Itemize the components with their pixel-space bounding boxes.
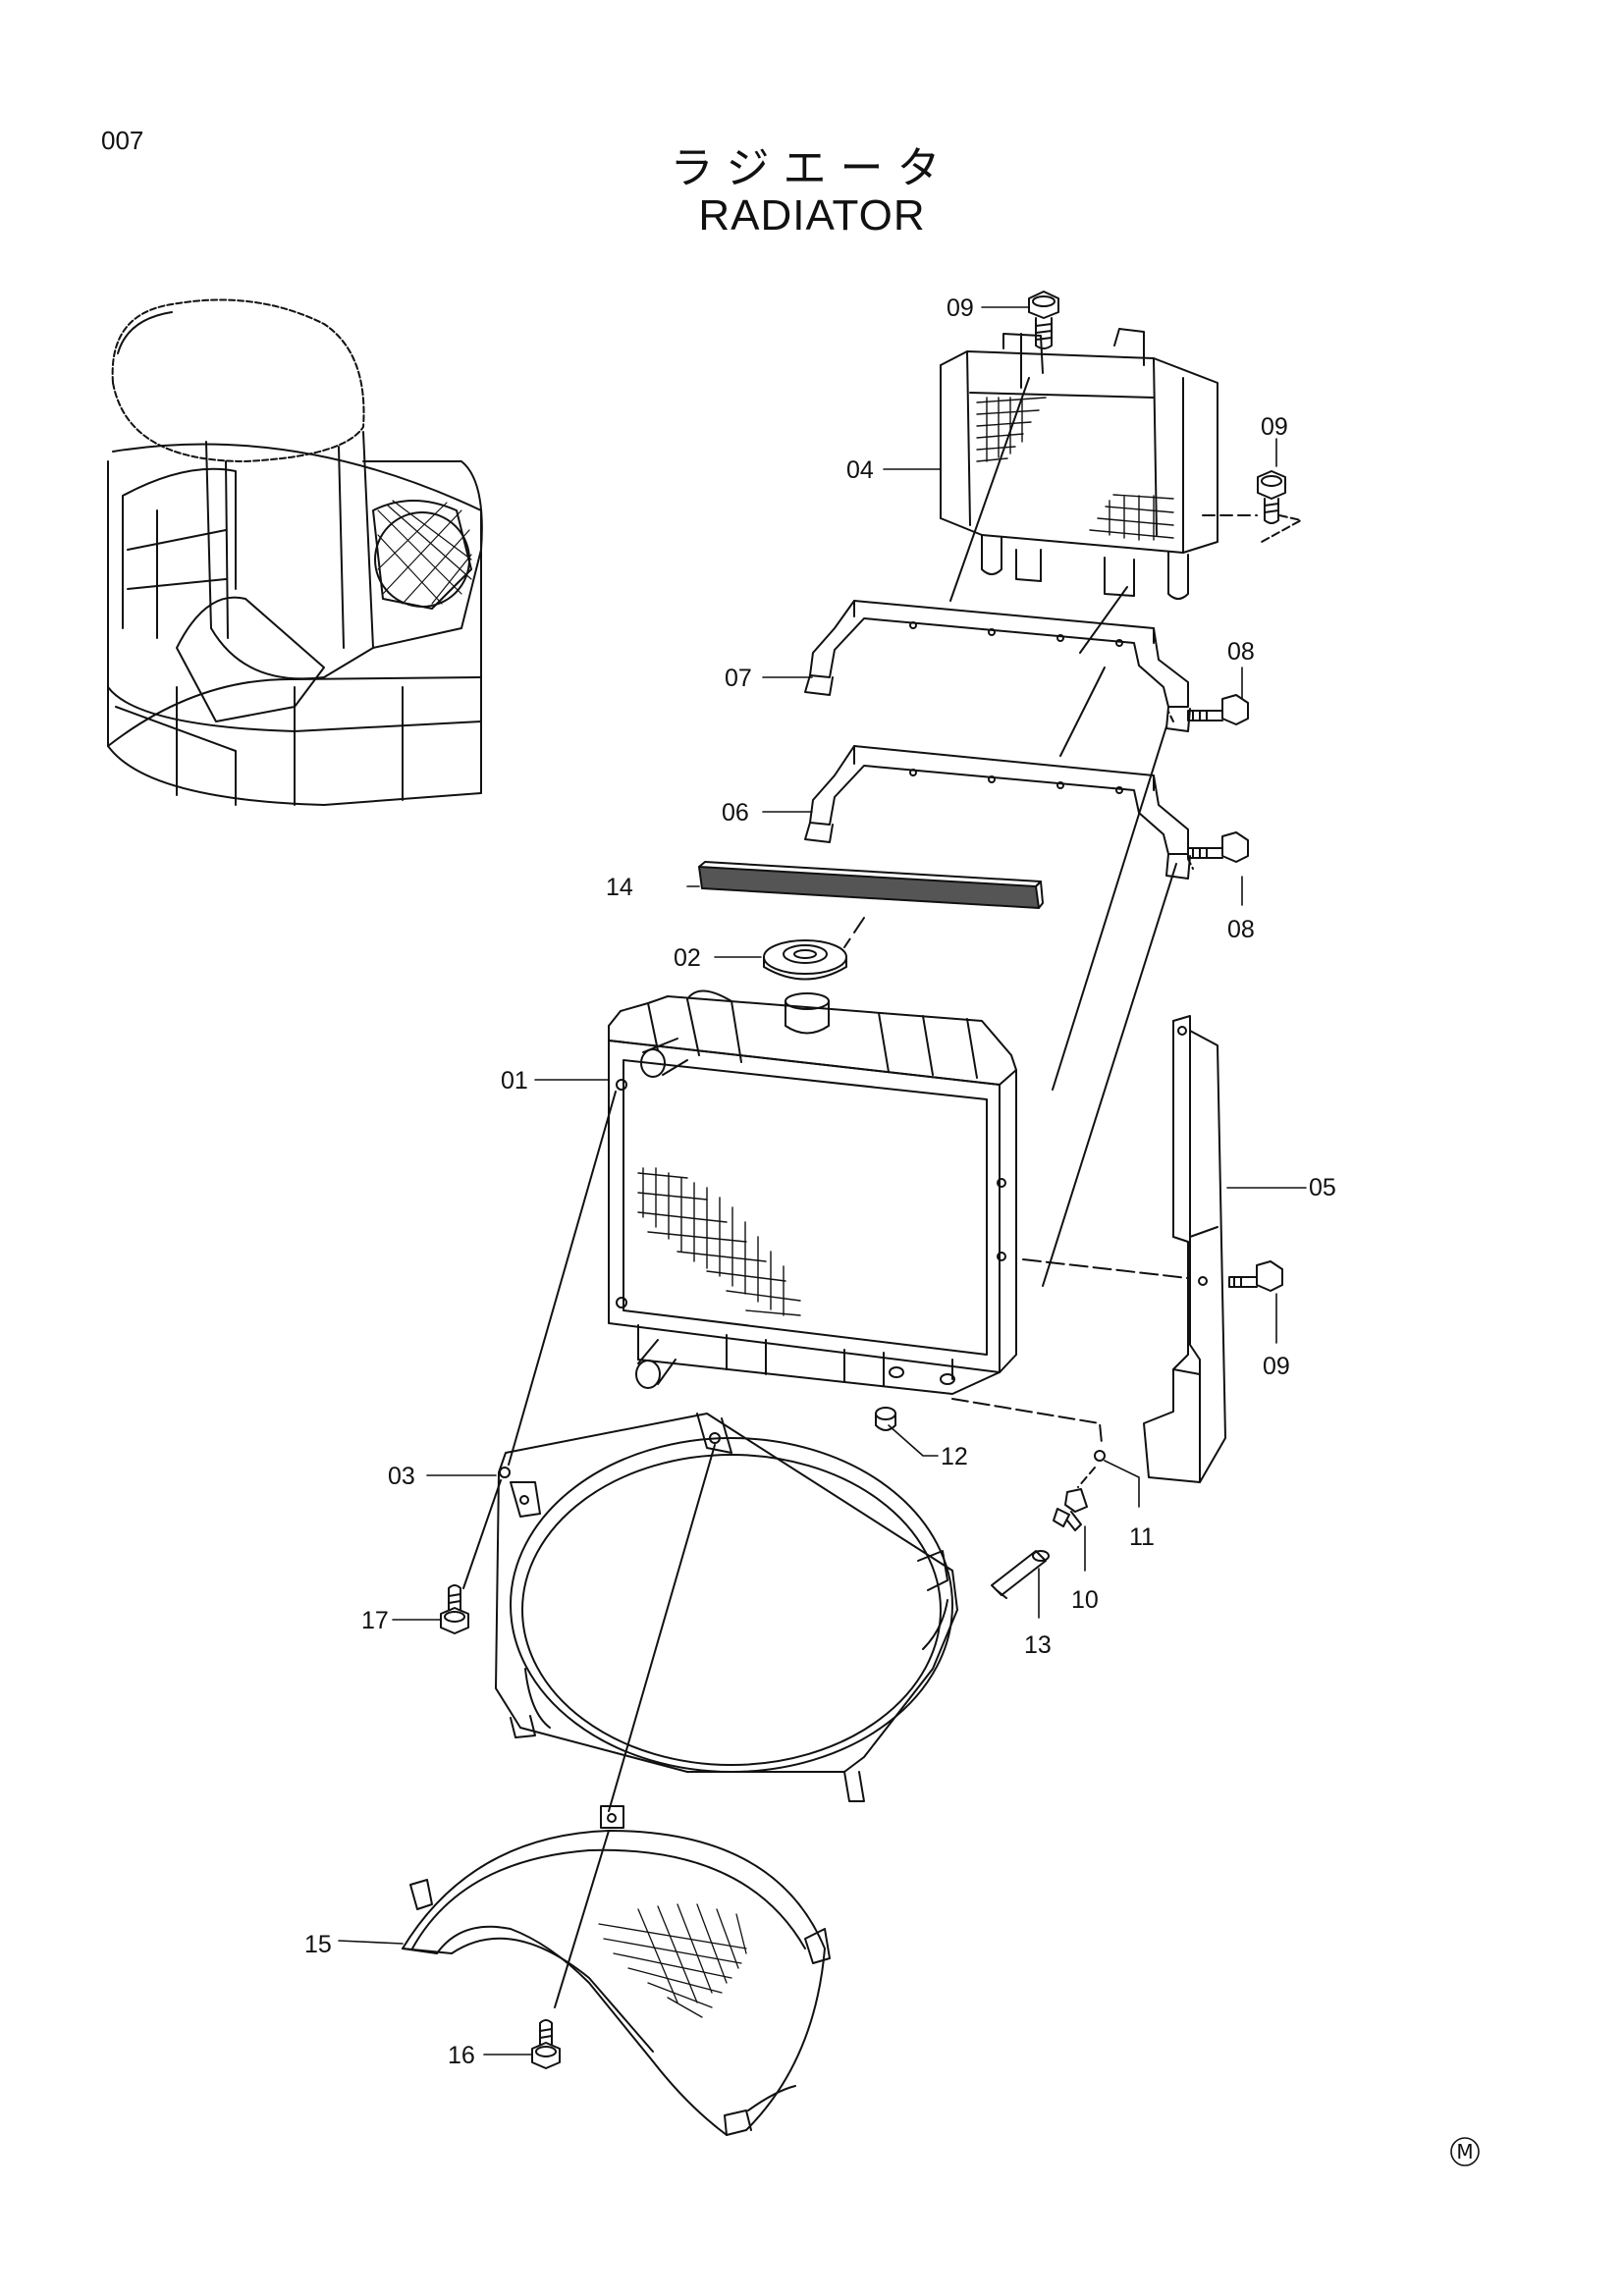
drain-hose-icon (991, 1550, 1050, 1599)
seal-strip (698, 861, 1044, 909)
fan-shroud (495, 1413, 958, 1802)
bolt-icon (1257, 470, 1286, 524)
callout-14: 14 (606, 874, 633, 901)
bolt-icon (440, 1584, 469, 1634)
maker-mark-icon: M (1450, 2137, 1480, 2166)
drain-cock-icon (1053, 1488, 1088, 1531)
lower-bracket (804, 745, 1191, 880)
callout-11: 11 (1129, 1523, 1155, 1551)
callout-12: 12 (941, 1443, 968, 1470)
callout-07: 07 (725, 665, 752, 692)
page-number: 007 (101, 126, 144, 155)
bolt-icon (531, 2019, 561, 2069)
callout-09-top: 09 (947, 294, 974, 322)
title-english: RADIATOR (698, 191, 926, 240)
oil-cooler-fins (976, 397, 1174, 541)
fan-guard (402, 1805, 831, 2136)
radiator-cap-icon (763, 939, 847, 981)
machine-locator-illustration (107, 298, 483, 806)
bolt-icon (1187, 694, 1249, 725)
callout-02: 02 (674, 944, 701, 972)
bolt-icon (1187, 831, 1249, 863)
radiator (608, 989, 1017, 1395)
radiator-core-fins (637, 1167, 801, 1316)
bolt-icon (1228, 1260, 1283, 1292)
side-cover (1143, 1015, 1226, 1483)
callout-09-side: 09 (1263, 1353, 1290, 1380)
callout-09-right: 09 (1261, 413, 1288, 441)
callout-13: 13 (1024, 1631, 1052, 1659)
bolt-icon (1028, 291, 1059, 349)
callout-05: 05 (1309, 1174, 1336, 1201)
callout-03: 03 (388, 1463, 415, 1490)
callout-labels: 01 02 03 04 05 06 07 08 08 09 09 09 10 1… (304, 294, 1336, 2069)
callout-01: 01 (501, 1067, 528, 1095)
leader-lines (338, 306, 1307, 2056)
callout-15: 15 (304, 1931, 332, 1958)
callout-17: 17 (361, 1607, 389, 1634)
radiator-location-mesh (377, 500, 472, 605)
callout-16: 16 (448, 2042, 475, 2069)
upper-bracket (804, 600, 1191, 732)
callout-08-upper: 08 (1227, 638, 1255, 666)
oil-cooler (940, 328, 1218, 600)
fan-guard-mesh (598, 1903, 747, 2018)
title-japanese: ラジエータ (670, 143, 954, 193)
callout-10: 10 (1071, 1586, 1099, 1614)
drain-plug-icon (875, 1407, 896, 1431)
callout-04: 04 (846, 456, 874, 484)
callout-06: 06 (722, 799, 749, 827)
callout-08-lower: 08 (1227, 916, 1255, 943)
o-ring-icon (1094, 1450, 1106, 1462)
maker-mark-letter: M (1456, 2140, 1473, 2163)
